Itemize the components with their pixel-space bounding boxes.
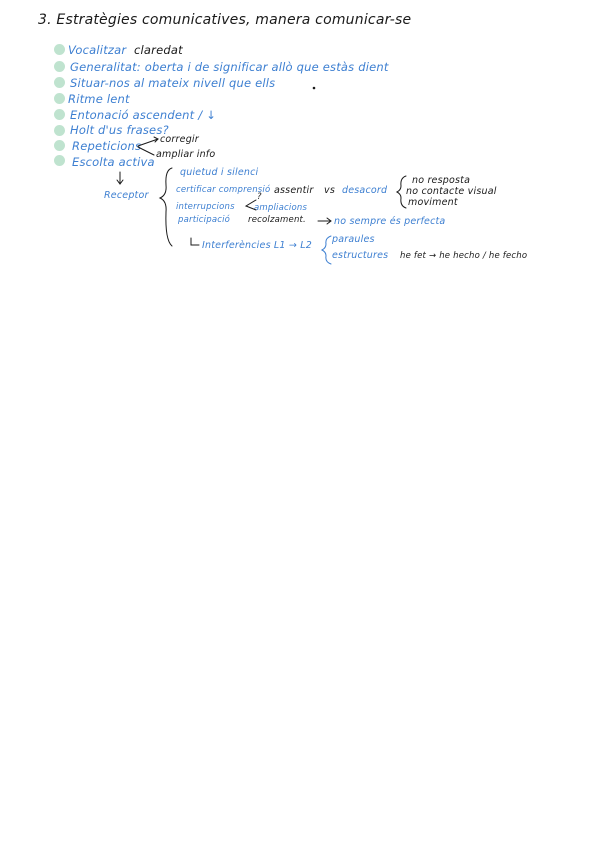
desacord-item-2: no contacte visual <box>406 186 497 197</box>
bullet-3-icon <box>54 77 65 88</box>
item-7-branch-2: ampliar info <box>156 149 216 160</box>
bullet-4-icon <box>54 93 65 104</box>
receptor-row-4-arrow-text: no sempre és perfecta <box>334 216 446 227</box>
bullet-1-icon <box>54 44 65 55</box>
item-7-label: Repeticions <box>72 139 142 153</box>
fork-arrow-up <box>137 138 159 147</box>
receptor-row-2-blue: certificar comprensió <box>176 185 271 195</box>
receptor-row-1: quietud i silenci <box>180 167 259 178</box>
receptor-row-2-black: assentir <box>274 185 314 196</box>
hook-arrow <box>190 237 200 246</box>
receptor-label: Receptor <box>104 190 149 201</box>
item-8-label: Escolta activa <box>72 155 155 169</box>
item-2-label: Generalitat: oberta i de significar allò… <box>70 60 389 74</box>
fork-arrow-down <box>137 146 155 156</box>
desacord-item-1: no resposta <box>412 175 471 186</box>
item-4-label: Ritme lent <box>68 92 130 106</box>
bullet-6-icon <box>54 125 65 136</box>
receptor-row-2-desacord: desacord <box>342 185 388 196</box>
fork-arrow-up-head <box>153 136 159 143</box>
down-arrow-head <box>116 179 124 185</box>
item-6-label: Holt d'us frases? <box>70 123 169 137</box>
interference-item-2: estructures <box>332 250 389 261</box>
receptor-row-4-black: recolzament. <box>248 215 306 225</box>
stray-dot <box>312 86 316 90</box>
receptor-row-5-text: Interferències L1 → L2 <box>202 240 313 251</box>
receptor-row-3-blue: interrupcions <box>176 202 235 212</box>
receptor-row-2-vs: vs <box>324 185 335 196</box>
bullet-7-icon <box>54 140 65 151</box>
interference-item-1: paraules <box>332 234 375 245</box>
item-7-branch-1: corregir <box>160 134 199 145</box>
bullet-8-icon <box>54 155 65 166</box>
desacord-item-3: moviment <box>408 197 458 208</box>
recolzament-arrow-head <box>326 217 332 225</box>
item-3-label: Situar-nos al mateix nivell que ells <box>70 76 276 90</box>
receptor-row-4-blue: participació <box>178 215 231 225</box>
bullet-5-icon <box>54 109 65 120</box>
item-1-label: Vocalitzar <box>68 43 127 57</box>
item-1-extra: claredat <box>134 43 183 57</box>
interference-example: he fet → he hecho / he fecho <box>400 251 528 261</box>
item-5-label: Entonació ascendent / ↓ <box>70 108 216 122</box>
interrupcions-branch <box>244 199 257 211</box>
receptor-brace <box>158 167 173 247</box>
receptor-row-3-branch: ampliacions <box>254 203 308 213</box>
desacord-brace <box>395 175 407 209</box>
bullet-2-icon <box>54 61 65 72</box>
page-title: 3. Estratègies comunicatives, manera com… <box>38 12 412 28</box>
interference-brace <box>320 235 332 265</box>
receptor-row-3-question: ? <box>257 192 262 202</box>
